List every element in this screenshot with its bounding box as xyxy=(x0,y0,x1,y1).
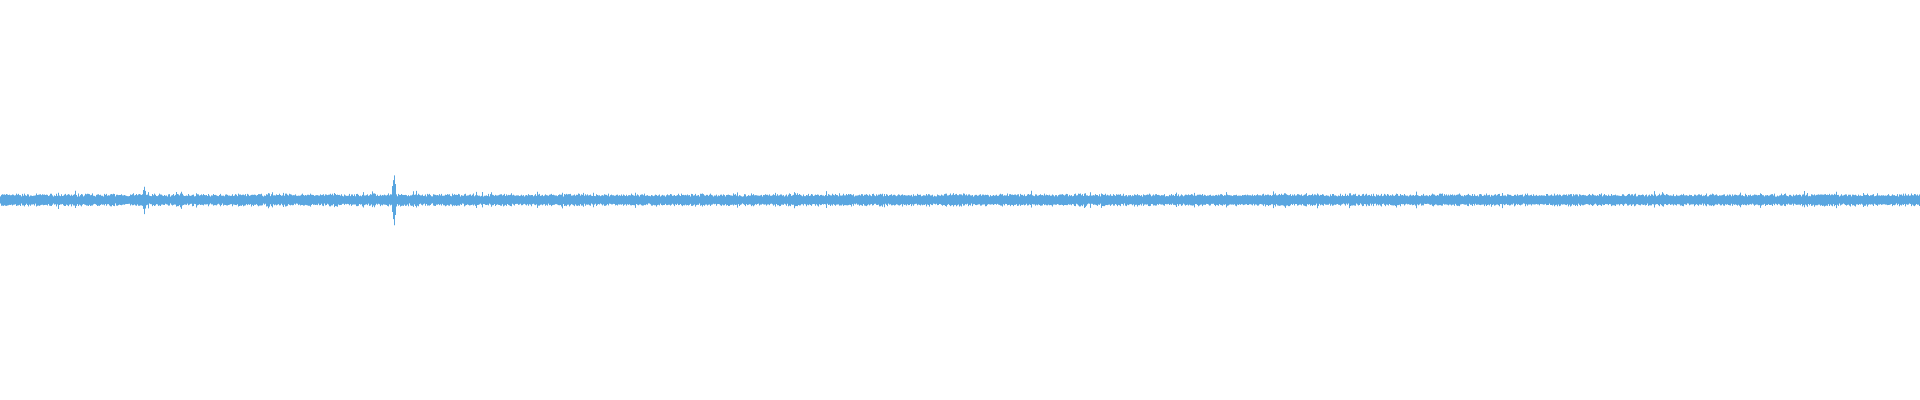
waveform-core-band xyxy=(0,198,1920,202)
waveform-bars xyxy=(0,175,1920,226)
